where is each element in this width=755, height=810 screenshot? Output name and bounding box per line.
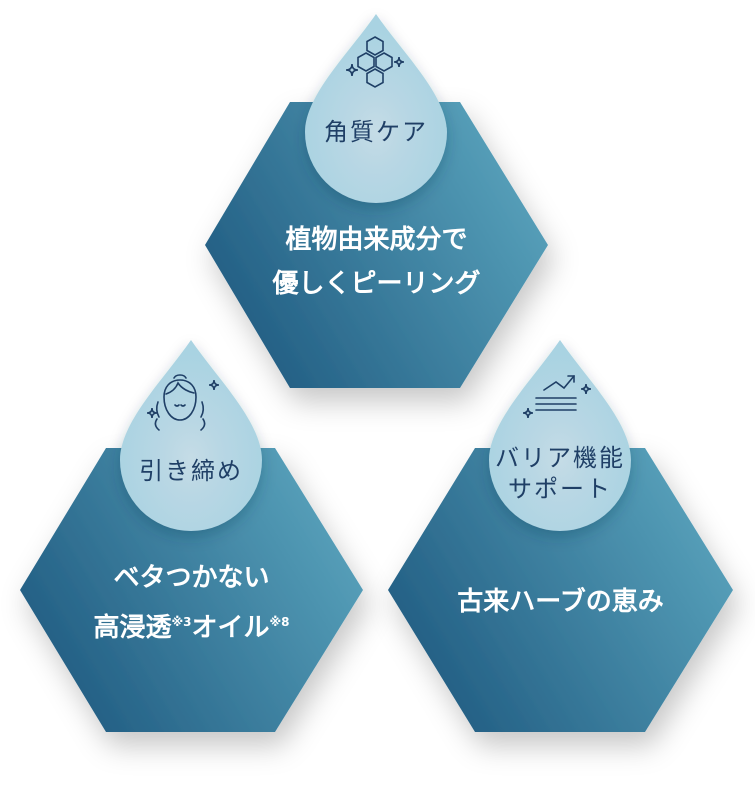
feature-card-exfoliation-shape [205, 14, 548, 388]
drop-label-line: バリア機能 [495, 444, 625, 472]
drop-label-line: 角質ケア [324, 118, 428, 146]
hex-text: 植物由来成分で 優しくピーリング [205, 218, 548, 306]
hex-text-part: オイル [191, 613, 270, 643]
hex-text-line: ベタつかない [113, 563, 270, 593]
hexagon-cluster-sparkle-icon [345, 36, 405, 88]
hex-text-part: 高浸透 [93, 613, 172, 643]
droplet-badge [120, 340, 262, 531]
drop-label: バリア機能 サポート [484, 443, 636, 505]
drop-label: 引き締め [120, 456, 262, 487]
barrier-shield-arrow-icon [522, 375, 592, 419]
footnote-mark: ※3 [171, 615, 192, 629]
drop-label-line: 引き締め [139, 457, 243, 485]
hexagon-panel [388, 448, 733, 732]
hex-text-line: 優しくピーリング [272, 269, 481, 299]
footnote-mark: ※8 [269, 615, 290, 629]
hex-text-line: 植物由来成分で [285, 225, 468, 255]
hexagon-panel [205, 102, 548, 388]
droplet-badge [489, 340, 631, 531]
droplet-badge [305, 14, 447, 203]
hex-text: 古来ハーブの恵み [388, 580, 733, 624]
drop-label: 角質ケア [305, 117, 447, 148]
hex-text: ベタつかない 高浸透※3オイル※8 [20, 556, 363, 650]
face-sparkle-icon [146, 374, 220, 431]
feature-card-exfoliation: 角質ケア 植物由来成分で 優しくピーリング [0, 0, 755, 400]
hex-text-line: 高浸透※3オイル※8 [20, 600, 363, 650]
hex-text-line: 古来ハーブの恵み [457, 587, 664, 617]
hexagon-panel [20, 448, 363, 732]
drop-label-line: サポート [508, 475, 612, 503]
